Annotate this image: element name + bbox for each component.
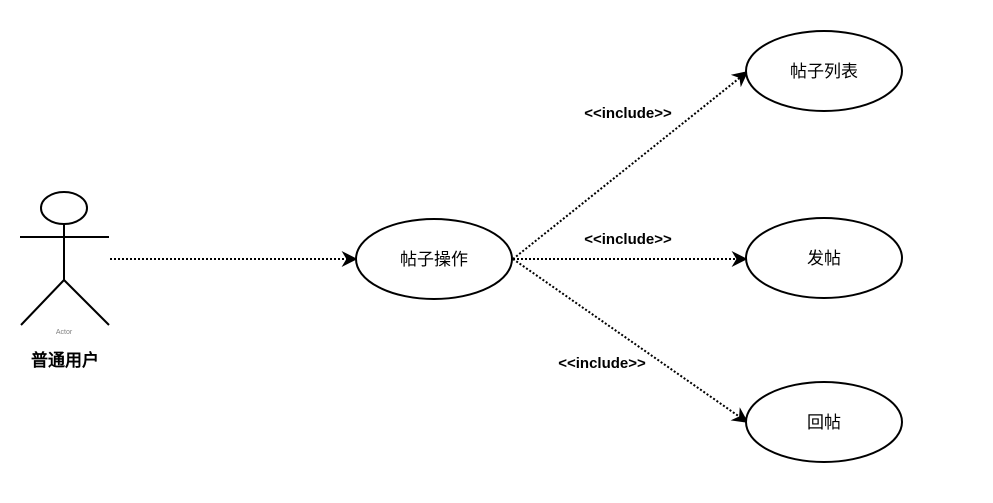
include-post-list-connector[interactable] [512,71,749,260]
usecase-reply-post[interactable]: 回帖 [745,381,903,463]
usecase-post-operation-label: 帖子操作 [400,250,468,270]
usecase-post-list[interactable]: 帖子列表 [745,30,903,112]
actor-right-leg [63,279,110,326]
usecase-create-post-label: 发帖 [807,249,841,269]
actor-caption: Actor [56,329,73,336]
actor-head [40,191,88,225]
usecase-post-list-label: 帖子列表 [790,62,858,82]
actor-name: 普通用户 [31,350,99,371]
usecase-reply-post-shape [745,381,903,463]
usecase-create-post[interactable]: 发帖 [745,217,903,299]
include-post-list-label: <<include>> [584,105,672,122]
actor-figure[interactable] [20,191,110,326]
include-create-post-label: <<include>> [584,231,672,248]
usecase-post-operation[interactable]: 帖子操作 [355,218,513,300]
usecase-create-post-shape [745,217,903,299]
usecase-reply-post-label: 回帖 [807,413,841,433]
include-reply-post-label: <<include>> [558,355,646,372]
include-reply-post-connector[interactable] [512,258,749,423]
usecase-post-list-shape [745,30,903,112]
actor-left-leg [20,279,65,326]
usecase-post-operation-shape [355,218,513,300]
